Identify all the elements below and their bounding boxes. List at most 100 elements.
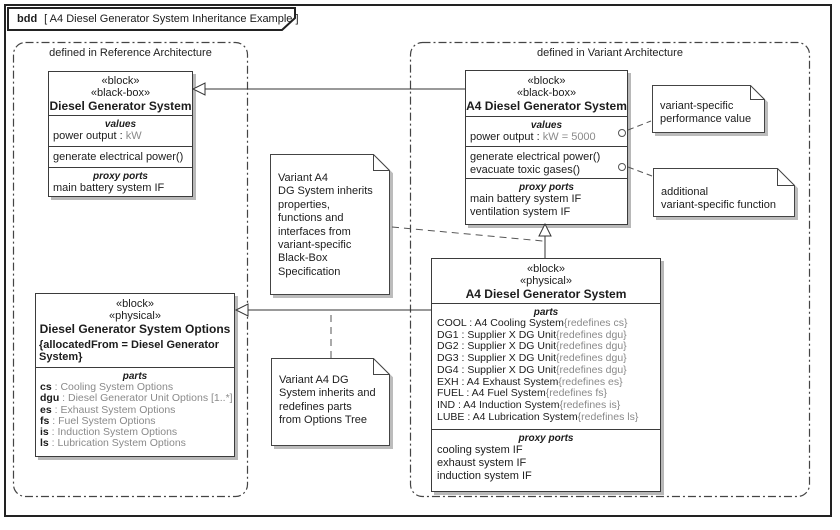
part-type: : Fuel System Options — [49, 414, 156, 427]
block-header: «block» «physical» A4 Diesel Generator S… — [432, 259, 660, 303]
note-shape — [270, 154, 390, 295]
proxy-port-row: cooling system IF — [437, 444, 523, 456]
block-a4-diesel-generator-system-blackbox[interactable]: «block» «black-box» A4 Diesel Generator … — [465, 70, 628, 225]
stereotype-black-box: «black-box» — [516, 87, 577, 99]
stereotype-block: «block» — [101, 75, 140, 87]
operation-row: generate electrical power() — [470, 151, 601, 163]
part-redefines: {redefines is} — [559, 398, 621, 411]
part-redefines: {redefines fs} — [545, 387, 608, 400]
part-redefines: {redefines es} — [558, 375, 623, 388]
block-diesel-generator-system[interactable]: «block» «black-box» Diesel Generator Sys… — [48, 71, 193, 197]
value-type: kW — [125, 130, 142, 142]
proxy-port-row: induction system IF — [437, 470, 532, 482]
operations-compartment: generate electrical power() — [49, 146, 192, 167]
part-type: : Cooling System Options — [51, 381, 174, 393]
part-name: ls — [40, 437, 49, 450]
note-inherits-options-tree[interactable]: Variant A4 DG System inherits and redefi… — [271, 358, 394, 450]
part-row: DG2 : Supplier X DG Unit{redefines dgu} — [432, 341, 660, 353]
part-redefines: {redefines ls} — [577, 410, 639, 423]
part-row: IND : A4 Induction System{redefines is} — [432, 398, 660, 412]
part-name: DG1 : Supplier X DG Unit — [437, 328, 557, 341]
part-row: EXH : A4 Exhaust System{redefines es} — [432, 375, 660, 389]
part-redefines: {redefines dgu} — [556, 328, 627, 341]
block-header: «block» «black-box» A4 Diesel Generator … — [466, 71, 627, 116]
parts-label: parts — [122, 371, 148, 382]
block-header: «block» «physical» Diesel Generator Syst… — [36, 294, 234, 367]
stereotype-physical: «physical» — [520, 275, 572, 287]
title-tab-shape — [7, 7, 296, 31]
stereotype-block: «block» — [527, 75, 566, 87]
values-compartment: values power output : kW — [49, 115, 192, 146]
part-row: fs : Fuel System Options — [36, 414, 234, 427]
part-row: FUEL : A4 Fuel System{redefines fs} — [432, 387, 660, 400]
diagram-kind: bdd — [17, 13, 38, 25]
stereotype-black-box: «black-box» — [90, 87, 151, 99]
block-name: A4 Diesel Generator System — [466, 99, 627, 113]
diagram-title: bdd [ A4 Diesel Generator System Inherita… — [17, 13, 299, 25]
part-type: : Induction System Options — [48, 426, 178, 439]
value-name: power output : — [470, 131, 543, 143]
diagram-title-text: [ A4 Diesel Generator System Inheritance… — [44, 13, 299, 25]
proxy-ports-compartment: proxy ports main battery system IF venti… — [466, 178, 627, 224]
part-row: DG3 : Supplier X DG Unit{redefines dgu} — [432, 352, 660, 365]
part-type: : Lubrication System Options — [48, 437, 186, 450]
block-name: Diesel Generator System — [49, 99, 192, 113]
parts-compartment: parts cs : Cooling System Options dgu : … — [36, 367, 234, 456]
part-name: FUEL : A4 Fuel System — [437, 387, 546, 400]
note-text: additional variant-specific function — [661, 186, 776, 211]
note-additional-variant-function[interactable]: additional variant-specific function — [653, 168, 800, 221]
part-row: dgu : Diesel Generator Unit Options [1..… — [36, 393, 234, 404]
package-label-variant-architecture: defined in Variant Architecture — [537, 47, 683, 59]
parts-compartment: parts COOL : A4 Cooling System{redefines… — [432, 303, 660, 429]
block-name: A4 Diesel Generator System — [465, 287, 627, 301]
operations-compartment: generate electrical power() evacuate tox… — [466, 146, 627, 178]
values-label: values — [530, 120, 563, 131]
part-row: cs : Cooling System Options — [36, 381, 234, 393]
value-row: power output : kW = 5000 — [466, 131, 627, 144]
part-row: COOL : A4 Cooling System{redefines cs} — [432, 317, 660, 330]
part-name: IND : A4 Induction System — [437, 398, 560, 411]
part-name: fs — [40, 414, 50, 427]
proxy-ports-label: proxy ports — [518, 433, 574, 444]
proxy-port-row: main battery system IF — [53, 182, 165, 194]
part-name: DG4 : Supplier X DG Unit — [437, 363, 557, 376]
proxy-ports-label: proxy ports — [518, 182, 574, 193]
part-name: DG3 : Supplier X DG Unit — [437, 352, 557, 365]
note-text: Variant A4 DG System inherits properties… — [278, 172, 373, 278]
stereotype-block: «block» — [527, 263, 565, 275]
part-name: cs — [40, 381, 52, 393]
note-shape — [271, 358, 390, 446]
proxy-port-row: main battery system IF — [470, 193, 582, 205]
proxy-port-row: ventilation system IF — [470, 206, 571, 218]
block-name: Diesel Generator System Options — [39, 322, 231, 336]
part-name: es — [40, 403, 52, 416]
note-text: Variant A4 DG System inherits and redefi… — [279, 374, 376, 427]
operation-row: generate electrical power() — [53, 151, 184, 163]
part-name: is — [40, 426, 49, 439]
stereotype-physical: «physical» — [109, 310, 161, 322]
note-inherits-blackbox-spec[interactable]: Variant A4 DG System inherits properties… — [270, 154, 394, 299]
part-row: DG4 : Supplier X DG Unit{redefines dgu} — [432, 363, 660, 377]
parts-label: parts — [533, 307, 559, 318]
allocated-from-constraint: {allocatedFrom = Diesel Generator System… — [39, 339, 220, 363]
note-variant-performance-value[interactable]: variant-specific performance value — [652, 85, 769, 137]
proxy-ports-compartment: proxy ports main battery system IF — [49, 167, 192, 196]
part-redefines: {redefines cs} — [563, 317, 628, 329]
part-row: ls : Lubrication System Options — [36, 438, 234, 449]
part-name: EXH : A4 Exhaust System — [437, 375, 559, 388]
part-type: : Diesel Generator Unit Options [1..*] — [59, 392, 233, 405]
diagram-title-tab: bdd [ A4 Diesel Generator System Inherita… — [4, 4, 304, 32]
values-label: values — [104, 119, 137, 130]
part-row: DG1 : Supplier X DG Unit{redefines dgu} — [432, 328, 660, 342]
block-a4-diesel-generator-system-physical[interactable]: «block» «physical» A4 Diesel Generator S… — [431, 258, 661, 492]
note-shape — [652, 85, 765, 133]
block-diesel-generator-system-options[interactable]: «block» «physical» Diesel Generator Syst… — [35, 293, 235, 457]
stereotype-block: «block» — [116, 298, 154, 310]
operation-row: evacuate toxic gases() — [470, 163, 581, 176]
proxy-ports-label: proxy ports — [92, 171, 148, 182]
part-name: DG2 : Supplier X DG Unit — [437, 340, 557, 353]
value-row: power output : kW — [49, 130, 192, 143]
part-name: dgu — [40, 392, 60, 405]
